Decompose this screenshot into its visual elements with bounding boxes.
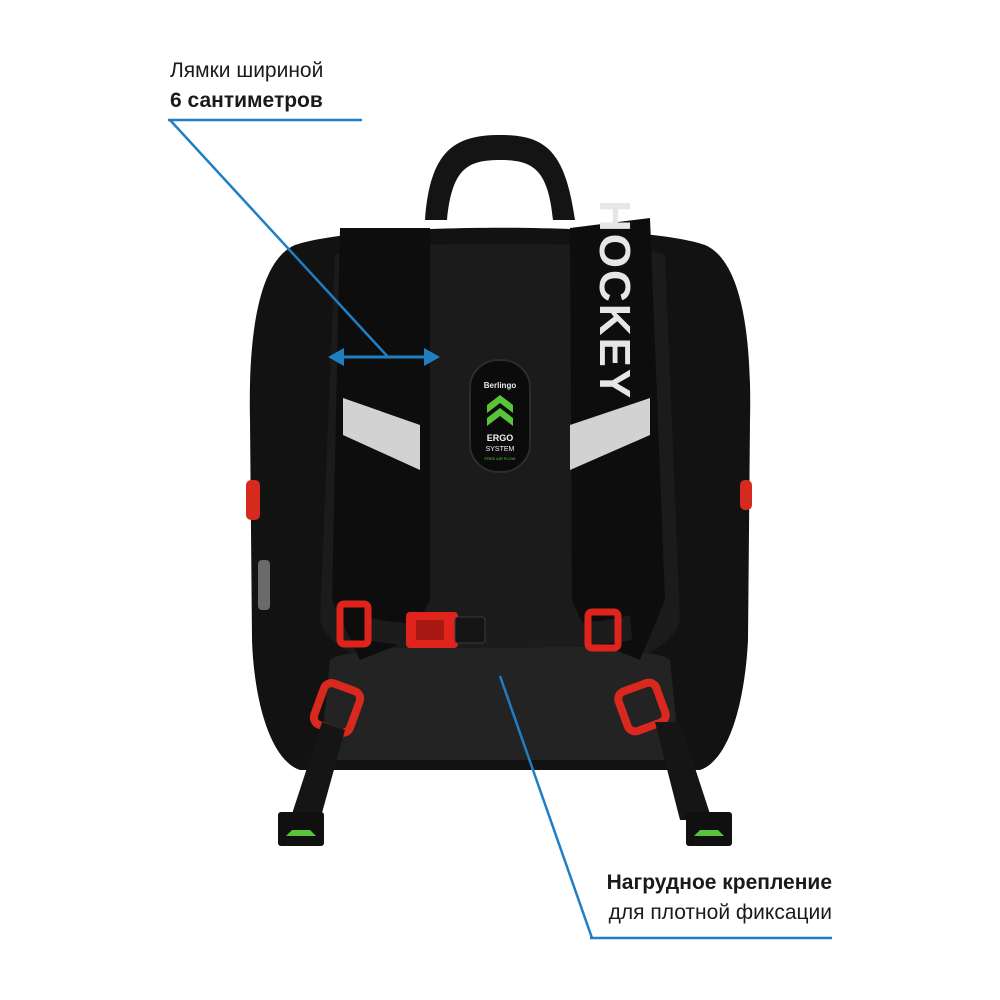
badge-title-text: ERGO — [487, 433, 514, 443]
strap-print-text: HOCKEY — [590, 200, 639, 400]
strap-tab-right-mark-icon — [694, 830, 724, 836]
top-handle — [425, 135, 575, 220]
reflective-strip-left — [343, 398, 420, 470]
strap-slider-right — [584, 608, 622, 652]
strap-width-arrowhead-left-icon — [328, 348, 344, 366]
straps-callout-line2: 6 сантиметров — [170, 89, 323, 112]
lower-strap-right — [655, 722, 712, 820]
straps-pointer-leader — [169, 119, 389, 358]
chest-callout-line2: для плотной фиксации — [608, 901, 832, 924]
zipper-puller — [258, 560, 270, 610]
strap-slider-left — [336, 600, 372, 648]
badge-subtitle-text: SYSTEM — [486, 446, 515, 453]
mesh-panel — [320, 645, 680, 760]
badge-brand-text: Berlingo — [484, 381, 517, 390]
strap-tab-left-mark-icon — [286, 830, 316, 836]
chest-pointer-leader — [498, 675, 594, 939]
straps-callout: Лямки шириной 6 сантиметров — [170, 56, 323, 116]
strap-width-arrowhead-right-icon — [424, 348, 440, 366]
strap-tab-left — [278, 812, 324, 846]
lower-strap-left — [290, 722, 345, 820]
side-accent-right — [740, 480, 752, 510]
chest-callout-line1: Нагрудное крепление — [606, 871, 832, 894]
reflective-strip-right — [570, 398, 650, 470]
side-accent-left — [246, 480, 260, 520]
chest-callout: Нагрудное крепление для плотной фиксации — [587, 868, 832, 928]
straps-callout-line1: Лямки шириной — [170, 59, 324, 82]
strap-adjuster-right — [614, 678, 670, 736]
badge-chevron-icon — [487, 395, 513, 426]
strap-tab-right — [686, 812, 732, 846]
ergo-badge: Berlingo ERGO SYSTEM FREE AIR FLOW — [469, 359, 531, 473]
badge-tagline-text: FREE AIR FLOW — [485, 456, 516, 461]
chest-buckle — [406, 612, 486, 648]
